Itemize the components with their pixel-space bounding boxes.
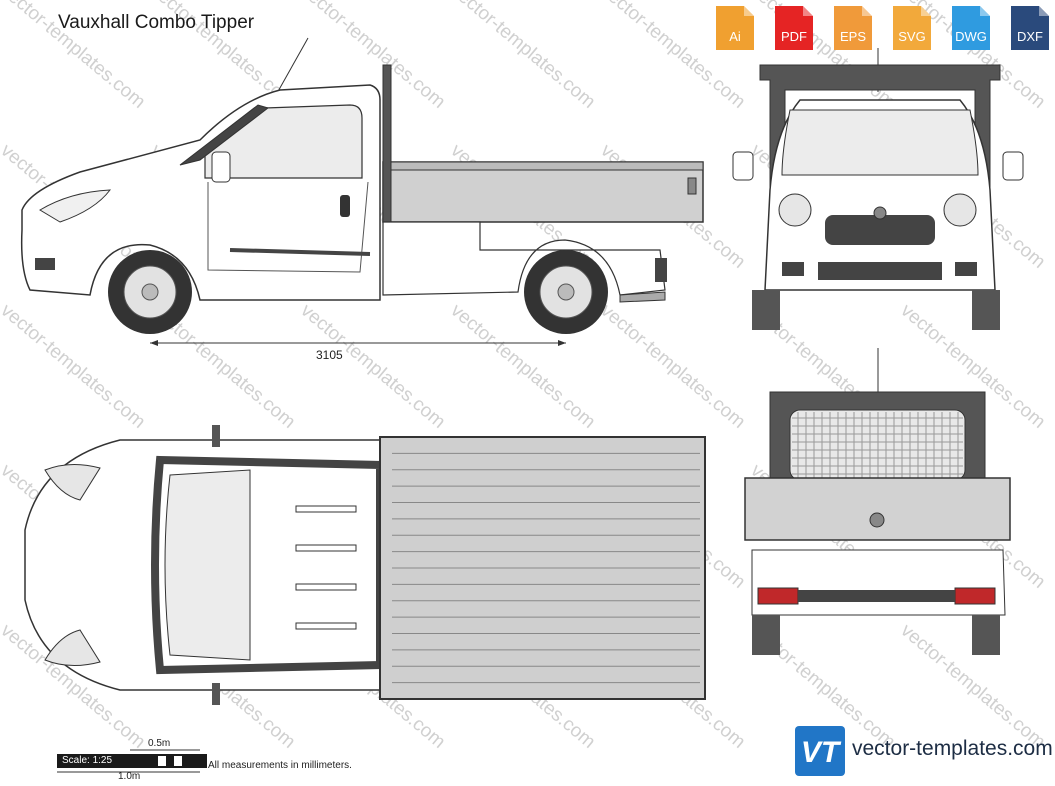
side-mirror [211,151,231,183]
side-chassis [382,221,666,296]
format-label: PDF [781,29,807,44]
format-label: DWG [955,29,987,44]
side-rear-light [655,258,667,282]
front-right-headlight [943,193,977,227]
side-front-hub [141,283,159,301]
side-view [20,64,704,334]
side-headboard-post [382,64,392,224]
side-windshield [204,104,363,179]
side-door-line [207,181,369,273]
measurement-note: All measurements in millimeters. [208,760,352,771]
rear-right-taillight [954,587,996,605]
rear-left-taillight [757,587,799,605]
top-right-mirror [212,683,220,705]
front-left-tire [752,290,780,330]
top-vent-3 [295,583,357,591]
rear-bar [798,590,955,602]
front-right-fog [955,262,977,276]
scale-one-meter: 1.0m [118,771,141,782]
format-svg-icon[interactable]: SVG [891,4,933,52]
front-logo [873,206,887,220]
svg-text:VT: VT [801,736,842,769]
side-door-handle [340,195,350,217]
rear-right-tire [972,615,1000,655]
format-label: DXF [1017,29,1043,44]
format-eps-icon[interactable]: EPS [832,4,874,52]
top-vent-4 [295,622,357,630]
top-vent-1 [295,505,357,513]
title-leader-line [275,37,309,96]
front-right-tire [972,290,1000,330]
format-dxf-icon[interactable]: DXF [1009,4,1051,52]
dimension-label: 3105 [316,348,343,362]
rear-tailgate [744,477,1011,541]
side-fog-light [35,258,55,270]
brand-url-link[interactable]: vector-templates.com [852,737,1053,760]
top-vent-2 [295,544,357,552]
front-left-fog [782,262,804,276]
front-view [732,48,1024,330]
format-dwg-icon[interactable]: DWG [950,4,992,52]
scale-label: Scale: 1:25 [62,755,113,766]
side-a-pillar [179,104,270,166]
front-left-headlight [778,193,812,227]
format-label: Ai [729,29,741,44]
length-dimension [150,340,566,346]
top-left-headlight [44,464,101,501]
side-body-strip [229,248,371,256]
side-flatbed-rail [382,161,704,171]
side-flatbed [382,161,704,223]
top-flatbed-planks [392,452,700,684]
side-rear-hub [557,283,575,301]
format-pdf-icon[interactable]: PDF [773,4,815,52]
page-title: Vauxhall Combo Tipper [58,12,255,33]
rear-logo [869,512,885,528]
front-right-mirror [1002,151,1024,181]
format-label: EPS [839,29,866,44]
top-right-headlight [44,629,101,666]
top-left-mirror [212,425,220,447]
front-lower-intake [818,262,942,280]
brand-logo-icon[interactable]: VT [795,726,845,776]
rear-headboard-mesh [789,409,966,481]
scale-half-meter: 0.5m [148,738,171,749]
front-left-mirror [732,151,754,181]
side-flatbed-latch [687,177,697,195]
top-view [24,425,706,705]
rear-view [744,348,1011,655]
rear-left-tire [752,615,780,655]
side-towbar [619,291,666,303]
front-grille [825,215,935,245]
scale-bar [57,749,207,773]
rear-bumper [751,549,1006,616]
format-ai-icon[interactable]: Ai [714,4,756,52]
side-headlight [39,189,112,223]
front-windshield [781,109,979,176]
format-label: SVG [898,29,926,44]
top-windshield [164,469,251,661]
